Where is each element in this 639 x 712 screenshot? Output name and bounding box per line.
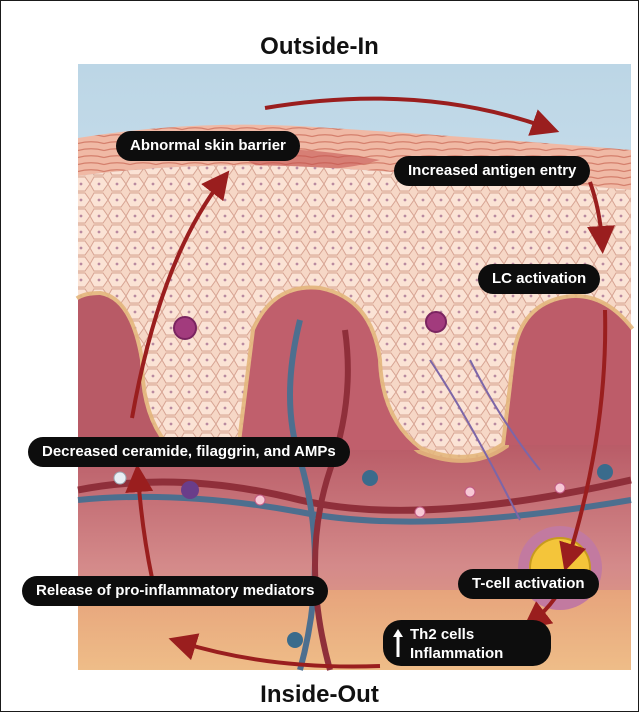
up-arrow-icon [392, 627, 404, 659]
immune-cell [181, 481, 199, 499]
langerhans-cell [174, 317, 196, 339]
label-release-mediators: Release of pro-inflammatory mediators [22, 576, 328, 606]
inside-out-title: Inside-Out [0, 681, 639, 709]
label-lc-activation: LC activation [478, 264, 600, 294]
inflammation-text: Inflammation [410, 644, 503, 663]
label-th2-inflammation: Th2 cells Inflammation [383, 620, 551, 666]
th2-cells-text: Th2 cells [410, 625, 503, 644]
label-decreased-ceramide: Decreased ceramide, filaggrin, and AMPs [28, 437, 350, 467]
label-tcell-activation: T-cell activation [458, 569, 599, 599]
langerhans-cell [426, 312, 446, 332]
label-increased-antigen-entry: Increased antigen entry [394, 156, 590, 186]
label-abnormal-skin-barrier: Abnormal skin barrier [116, 131, 300, 161]
